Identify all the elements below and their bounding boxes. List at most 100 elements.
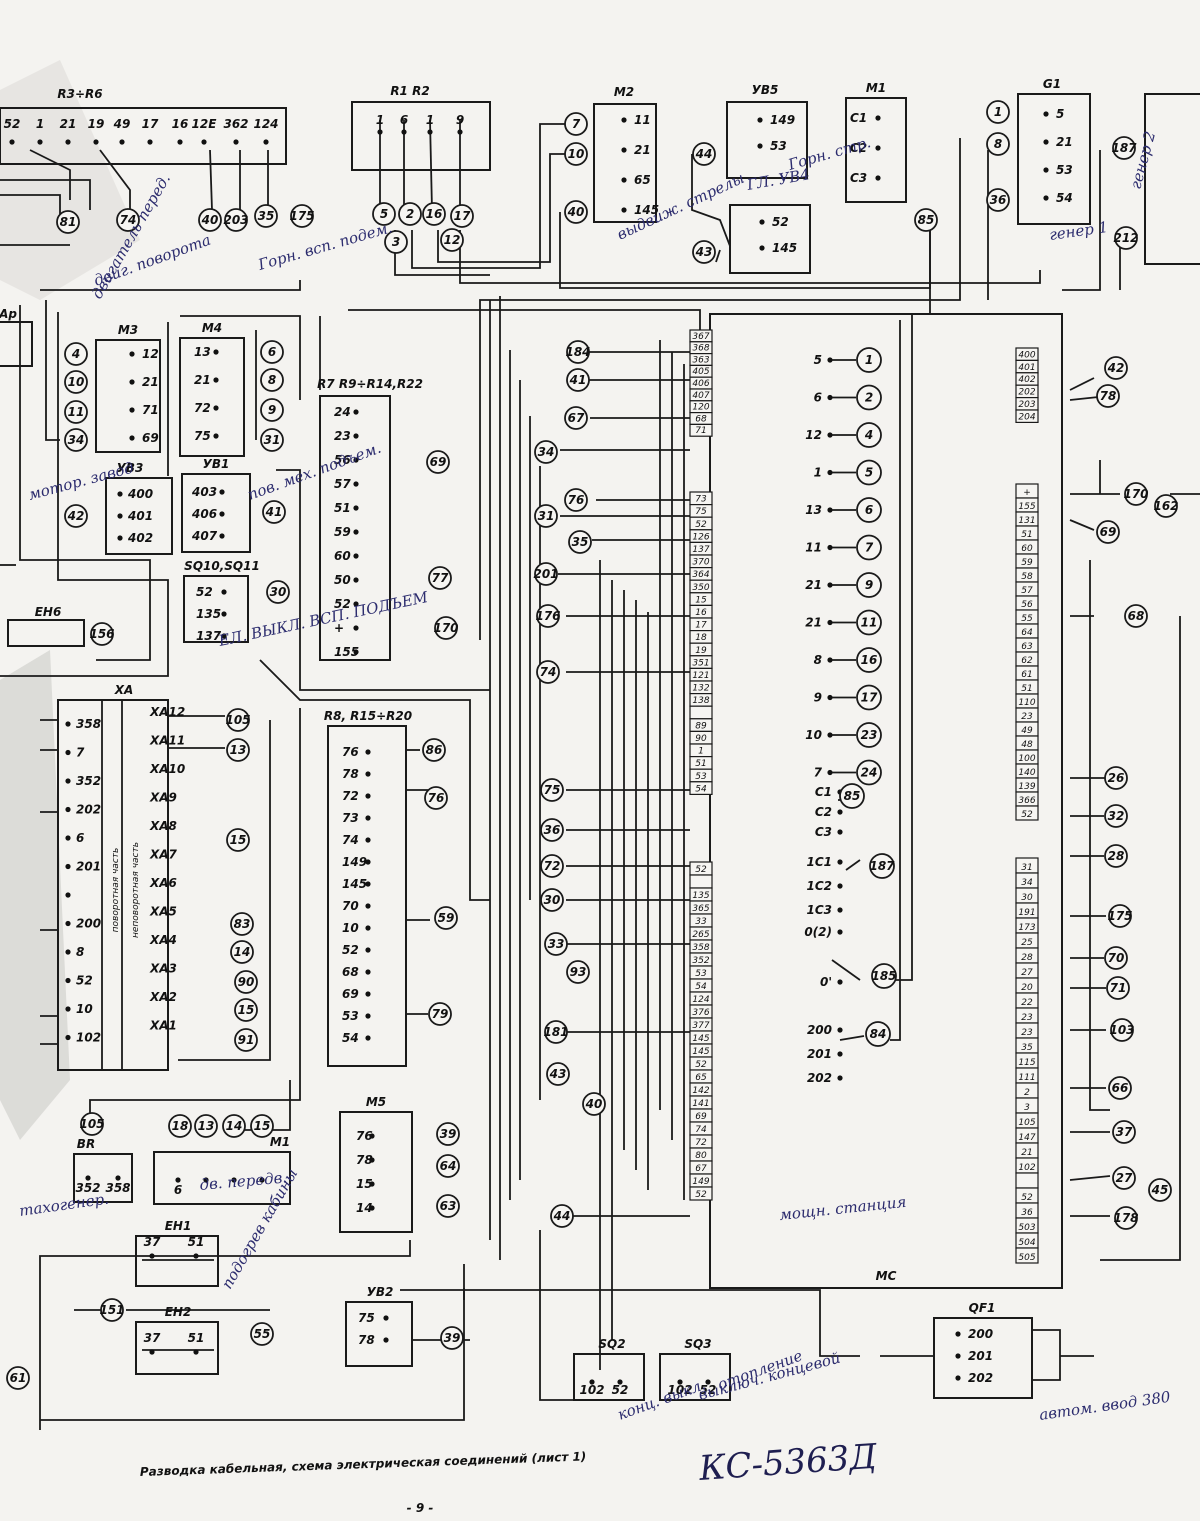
terminal-dot [837,979,843,985]
wire-number-bubble [540,888,564,912]
terminal-dot [65,1006,71,1012]
xa-label: XA [114,683,134,697]
xa-left-pin: 6 [76,831,84,845]
wire-number-bubble [1110,1018,1134,1042]
wire-number-label: 44 [695,147,713,161]
wire-number-label: 35 [572,535,589,549]
terminal-dot [837,859,843,865]
wire-number-bubble [546,1062,570,1086]
mc-strip-right-c-text: 173 [1018,923,1035,933]
mc-strip-right-b-text: 59 [1021,558,1033,568]
mc-inner-terminal: 13 [805,503,822,517]
sq2-pin: 102 [579,1383,604,1397]
wire-number-label: 105 [225,713,250,727]
m2-pin: 65 [634,173,651,187]
m1b-block [153,1151,291,1205]
mc-strip-right-c-text: 22 [1021,998,1033,1008]
terminal-dot [65,139,71,145]
terminal-dot [827,544,833,551]
mc-inner-terminal: 11 [805,541,822,555]
terminal-dot [383,1315,389,1321]
r1r2-label: R1 R2 [390,84,429,98]
terminal-dot [353,601,359,607]
terminal-dot [827,619,833,626]
g1-pin: 54 [1056,191,1073,205]
r8-pin: 78 [342,767,359,781]
mc-inner-bubble-label: 23 [861,728,878,742]
wire-number-bubble [1104,766,1128,790]
wire-number-label: 31 [538,509,555,523]
wire-number-label: 42 [1107,361,1125,375]
wire-number-label: 15 [238,1003,255,1017]
r7-label: R7 R9÷R14,R22 [317,377,423,391]
terminal-dot [365,991,371,997]
terminal-dot [621,147,627,153]
wire-number-bubble [839,783,865,809]
terminal-dot [365,837,371,843]
wire-number-label: 40 [201,213,219,227]
r3r6-pin: 17 [142,117,159,131]
wire-number-label: 85 [918,213,935,227]
eh1-block [135,1235,219,1287]
xa-inner-label: неповоротная часть [131,842,141,938]
m3-label: M3 [118,323,138,337]
wire-number-bubble [56,210,80,234]
wire-number-label: 7 [572,117,581,131]
mc-strip-right-b-text: 155 [1018,502,1035,512]
r1r2-block [351,101,491,171]
wire-number-bubble [428,566,452,590]
wire-number-bubble [1104,946,1128,970]
wire-number-bubble [90,622,114,646]
g1-pin: 53 [1056,163,1073,177]
mc-strip-left-c-text: 141 [692,1099,709,1109]
sq2-pin: 52 [612,1383,629,1397]
r8-pin: 72 [342,789,359,803]
wire-number-bubble [436,1122,460,1146]
mc-strip-right-a-cell [1015,409,1039,423]
terminal-dot [119,139,125,145]
wire-number-label: 26 [1108,771,1125,785]
mc-strip-right-c-text: 115 [1018,1058,1035,1068]
r1r2-pin: 9 [456,113,464,127]
wire-number-bubble [865,1021,891,1047]
wire-number-bubble [64,342,88,366]
eh2-pin: 37 [144,1331,161,1345]
yb3-pin: 400 [127,487,153,501]
terminal-dot [233,139,239,145]
yb4-block [729,204,811,274]
terminal-dot [219,533,225,539]
yb2-label: УВ2 [367,1285,394,1299]
mc-strip-left-c-text: 145 [692,1047,709,1057]
sq10-pin: 52 [196,585,213,599]
mc-strip-right-c-text: 34 [1021,878,1033,888]
wire-number-label: 187 [1111,141,1137,155]
mc-strip-right-c-text: 30 [1021,893,1033,903]
mc-strip-right-b-text: 55 [1021,614,1033,624]
wire-number-label: 41 [265,505,283,519]
wire-number-bubble [100,1298,124,1322]
m4-block [179,337,245,457]
mc-strip-right-b-text: 60 [1021,544,1033,554]
terminal-dot [827,469,833,476]
terminal-dot [369,1205,375,1211]
wire-number-label: 187 [869,859,895,873]
wire-number-label: 6 [268,345,276,359]
wire-number-bubble [254,204,278,228]
sq3-pin: 52 [700,1383,717,1397]
mc-strip-left-a-text: 363 [692,355,709,365]
mc-strip-left-c-text: 80 [695,1151,707,1161]
wire-number-label: 181 [543,1025,568,1039]
mc-strip-right-c-text: 27 [1021,968,1033,978]
m4-pin: 21 [194,373,211,387]
sq10-block [183,575,249,643]
mc-inner-terminal: 6 [814,391,822,405]
terminal-dot [837,809,843,815]
wire-number-bubble [64,504,88,528]
mc-strip-right-b-text: 62 [1021,656,1033,666]
r7-pin: 50 [334,573,351,587]
m1-pin: C1 [850,111,867,125]
wire-number-bubble [434,616,458,640]
mc-inner-bubble-label: 5 [865,466,873,480]
g2-block [1144,93,1200,265]
mc-strip-left-c-text: 52 [695,1190,707,1200]
